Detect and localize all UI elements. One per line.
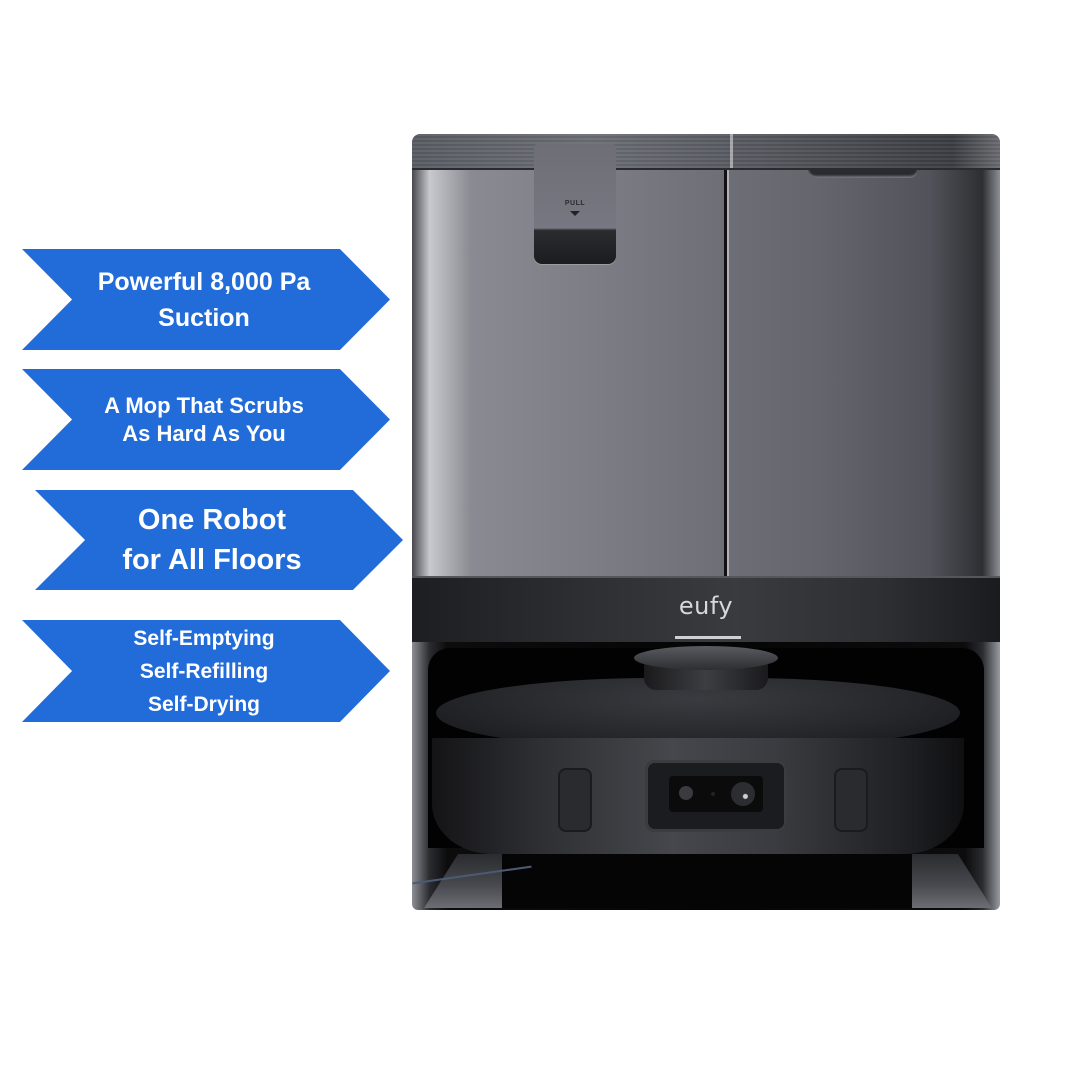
feature-text-line: Self-Drying xyxy=(147,692,260,716)
pull-label: PULL xyxy=(564,200,586,207)
dock-ramp-shadow xyxy=(502,854,912,908)
bumper-sensor-right xyxy=(834,768,868,832)
lid-seam xyxy=(730,134,733,168)
tank-divider xyxy=(724,168,729,576)
docking-bay xyxy=(412,642,1000,910)
robot-bumper xyxy=(432,738,964,854)
feature-arrow-self-maintenance: Self-Emptying Self-Refilling Self-Drying xyxy=(22,620,390,722)
feature-text-line: A Mop That Scrubs xyxy=(104,392,304,418)
feature-text-line: Self-Refilling xyxy=(139,659,269,683)
lidar-turret xyxy=(634,646,778,698)
feature-text-line: Suction xyxy=(158,303,250,332)
feature-arrow-all-floors: One Robot for All Floors xyxy=(35,490,403,590)
pull-handle: PULL xyxy=(534,144,616,264)
feature-text-line: Self-Emptying xyxy=(133,626,275,650)
brand-logo: eufy xyxy=(678,592,734,620)
product-image-base-station: PULL eufy xyxy=(408,134,1000,910)
front-camera-module xyxy=(645,760,787,832)
feature-arrow-suction: Powerful 8,000 Pa Suction xyxy=(22,249,390,350)
feature-text-line: for All Floors xyxy=(122,544,302,576)
sensor-pinhole-icon xyxy=(711,792,715,796)
lid-grip xyxy=(808,170,918,178)
status-light-bar xyxy=(675,636,741,639)
feature-text-line: Powerful 8,000 Pa xyxy=(97,267,311,296)
station-lid xyxy=(412,134,1000,170)
camera-lens-icon xyxy=(731,782,755,806)
water-tanks xyxy=(412,168,1000,576)
triangle-down-icon xyxy=(570,211,580,216)
feature-text-line: One Robot xyxy=(137,504,287,536)
sensor-icon xyxy=(679,786,693,800)
lidar-cap xyxy=(634,646,778,670)
feature-text-line: As Hard As You xyxy=(122,420,286,446)
bumper-sensor-left xyxy=(558,768,592,832)
feature-arrow-mop: A Mop That Scrubs As Hard As You xyxy=(22,369,390,470)
base-band: eufy xyxy=(412,576,1000,644)
camera-glass xyxy=(669,776,763,812)
